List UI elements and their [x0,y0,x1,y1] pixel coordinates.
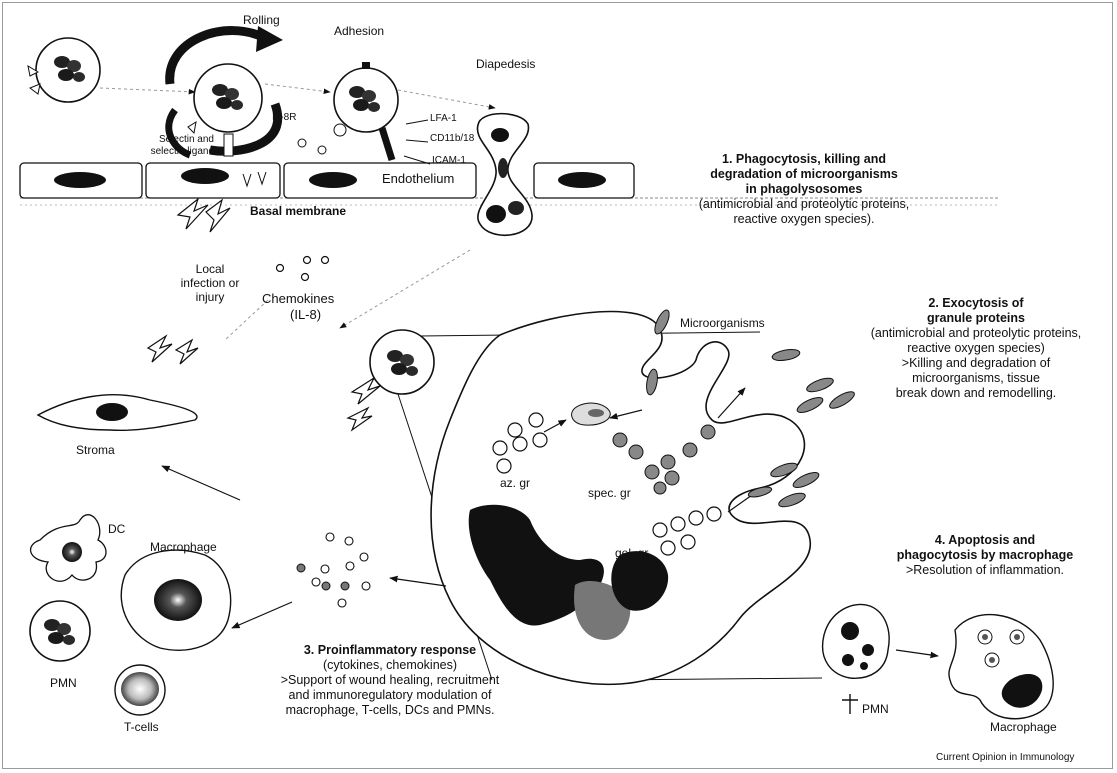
label-diapedesis: Diapedesis [476,57,535,71]
label-macrophage-right: Macrophage [990,720,1057,734]
block-3-proinflammatory: 3. Proinflammatory response (cytokines, … [240,643,540,718]
block-2-body-1: (antimicrobial and proteolytic proteins, [842,326,1110,341]
chemokine-dots [277,257,329,281]
label-pmn-left: PMN [50,676,77,690]
block-1-body-1: (antimicrobial and proteolytic proteins, [654,197,954,212]
block-2-exocytosis: 2. Exocytosis of granule proteins (antim… [842,296,1110,401]
block-2-heading-1: 2. Exocytosis of [842,296,1110,311]
label-lfa1: LFA-1 [430,113,457,125]
block-4-heading-1: 4. Apoptosis and [870,533,1100,548]
macrophage-right-icon [949,615,1053,719]
label-chemokines: Chemokines [262,292,334,306]
label-infection: infection or [170,276,250,290]
label-local: Local [170,262,250,276]
t-cell-icon [115,665,165,715]
block-1-phagocytosis: 1. Phagocytosis, killing and degradation… [654,152,954,227]
stroma-cell-icon [38,395,197,431]
label-gel-gr: gel. gr. [615,546,651,560]
block-4-apoptosis: 4. Apoptosis and phagocytosis by macroph… [870,533,1100,578]
block-2-body-4: microorganisms, tissue [842,371,1110,386]
pmn-left-icon [30,601,90,661]
block-3-heading-1: 3. Proinflammatory response [240,643,540,658]
label-spec-gr: spec. gr [588,486,631,500]
label-injury: injury [170,290,250,304]
dendritic-cell-icon [31,515,106,582]
diapedesis-neutrophil-icon [477,114,532,236]
label-selectin: Selectin and [134,134,214,146]
credit-line: Current Opinion in Immunology [936,752,1074,764]
label-dc: DC [108,522,125,536]
lightning-bolt-icon [148,199,380,430]
block-1-body-2: reactive oxygen species). [654,212,954,227]
label-stroma: Stroma [76,443,115,457]
block-3-body-1: (cytokines, chemokines) [240,658,540,673]
block-3-body-3: and immunoregulatory modulation of [240,688,540,703]
label-pmn-dead: PMN [862,702,889,716]
label-macrophage-left: Macrophage [150,540,217,554]
label-t-cells: T-cells [124,720,159,734]
label-basal-membrane: Basal membrane [250,204,346,218]
block-1-heading-1: 1. Phagocytosis, killing and [654,152,954,167]
block-1-heading-2: degradation of microorganisms [654,167,954,182]
adhering-neutrophil-icon [298,62,430,164]
block-2-heading-2: granule proteins [842,311,1110,326]
label-icam: ICAM-1 [432,155,466,167]
apoptotic-pmn-icon [823,604,890,678]
block-2-body-3: >Killing and degradation of [842,356,1110,371]
label-adhesion: Adhesion [334,24,384,38]
label-il8r: IL-8R [272,112,296,124]
block-2-body-5: break down and remodelling. [842,386,1110,401]
neutrophil-cell-icon [28,38,100,102]
block-3-body-4: macrophage, T-cells, DCs and PMNs. [240,703,540,718]
block-2-body-2: reactive oxygen species) [842,341,1110,356]
block-4-body-1: >Resolution of inflammation. [870,563,1100,578]
block-3-body-2: >Support of wound healing, recruitment [240,673,540,688]
tissue-neutrophil-icon [370,330,434,394]
block-1-heading-3: in phagolysosomes [654,182,954,197]
cytokine-cluster [297,533,370,607]
label-il8: (IL-8) [290,308,321,322]
label-endothelium: Endothelium [382,172,454,186]
label-microorganisms: Microorganisms [680,316,765,330]
macrophage-left-icon [121,550,230,650]
label-rolling: Rolling [243,13,280,27]
label-selectin-ligand: selectin ligand [134,146,214,158]
label-az-gr: az. gr [500,476,530,490]
block-4-heading-2: phagocytosis by macrophage [870,548,1100,563]
label-cd11b: CD11b/18 [430,133,474,145]
dagger-cross-icon [842,694,858,714]
